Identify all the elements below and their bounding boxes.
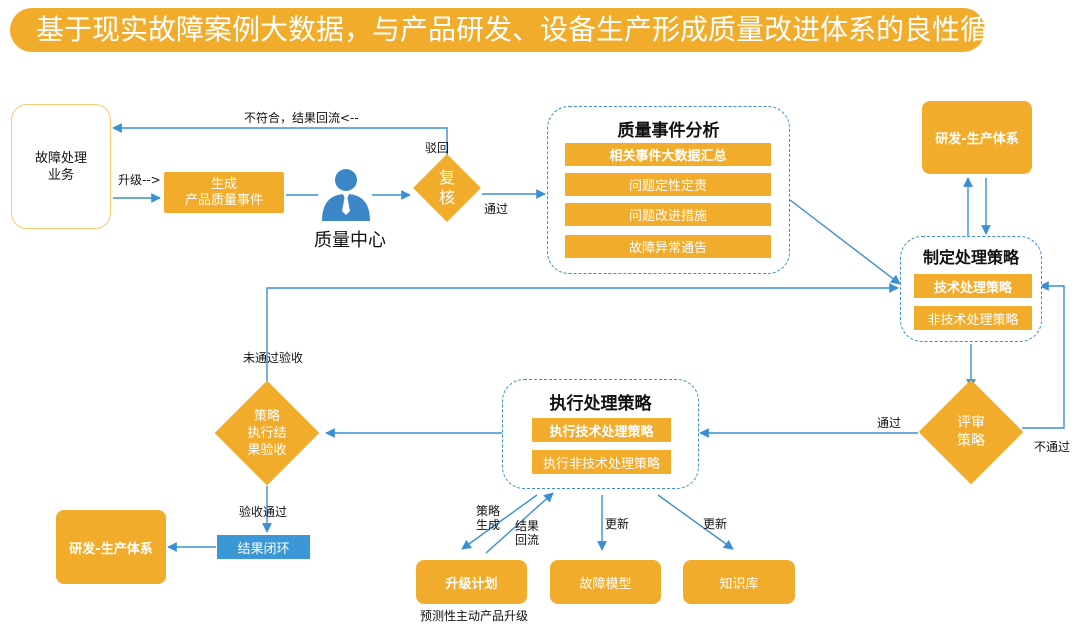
update-label-kb: 更新 (703, 517, 728, 531)
update-label-model: 更新 (605, 517, 630, 531)
execute-title: 执行处理策略 (549, 394, 652, 414)
review-label: 复 核 (438, 168, 455, 207)
page-banner: 基于现实故障案例大数据，与产品研发、设备生产形成质量改进体系的良性循环 (10, 8, 1016, 52)
eval-pass-label: 通过 (877, 416, 902, 430)
strategy-item: 非技术处理策略 (914, 306, 1032, 330)
quality-center-label: 质量中心 (314, 230, 386, 251)
analysis-item: 相关事件大数据汇总 (565, 143, 771, 166)
closed-loop-box: 结果闭环 (217, 535, 310, 559)
rd-production-box-top: 研发-生产体系 (922, 101, 1032, 174)
analysis-item: 问题改进措施 (565, 203, 771, 226)
result-back-label: 结果 回流 (515, 519, 540, 547)
pass-label: 通过 (484, 202, 509, 216)
fault-business-label: 故障处理 业务 (34, 150, 87, 183)
strategy-title: 制定处理策略 (922, 248, 1019, 267)
eval-fail-label: 不通过 (1034, 440, 1071, 454)
rd-production-box-bottom: 研发-生产体系 (56, 510, 166, 584)
fault-model-box: 故障模型 (550, 560, 661, 604)
fault-business-box: 故障处理 业务 (11, 104, 111, 229)
generate-event-box: 生成 产品质量事件 (164, 172, 284, 213)
analysis-item: 问题定性定责 (565, 173, 771, 196)
person-icon (318, 165, 374, 221)
not-pass-accept-label: 未通过验收 (243, 351, 304, 365)
evaluate-label: 评审 策略 (957, 415, 985, 449)
reject-note: 不符合，结果回流<-- (244, 111, 359, 125)
plan-gen-label: 策略 生成 (476, 504, 501, 532)
accept-check-label: 策略 执行结 果验收 (247, 408, 287, 458)
analysis-item: 故障异常通告 (565, 235, 771, 258)
execute-item: 执行非技术处理策略 (532, 450, 671, 474)
execute-item: 执行技术处理策略 (532, 418, 671, 442)
predictive-upgrade-label: 预测性主动产品升级 (420, 609, 529, 623)
analysis-title: 质量事件分析 (617, 121, 720, 141)
strategy-item: 技术处理策略 (914, 274, 1032, 298)
reject-label: 驳回 (425, 141, 450, 155)
accept-pass-label: 验收通过 (239, 505, 288, 519)
knowledge-base-box: 知识库 (683, 560, 795, 604)
upgrade-label: 升级--> (118, 173, 161, 187)
upgrade-plan-box: 升级计划 (416, 560, 527, 604)
